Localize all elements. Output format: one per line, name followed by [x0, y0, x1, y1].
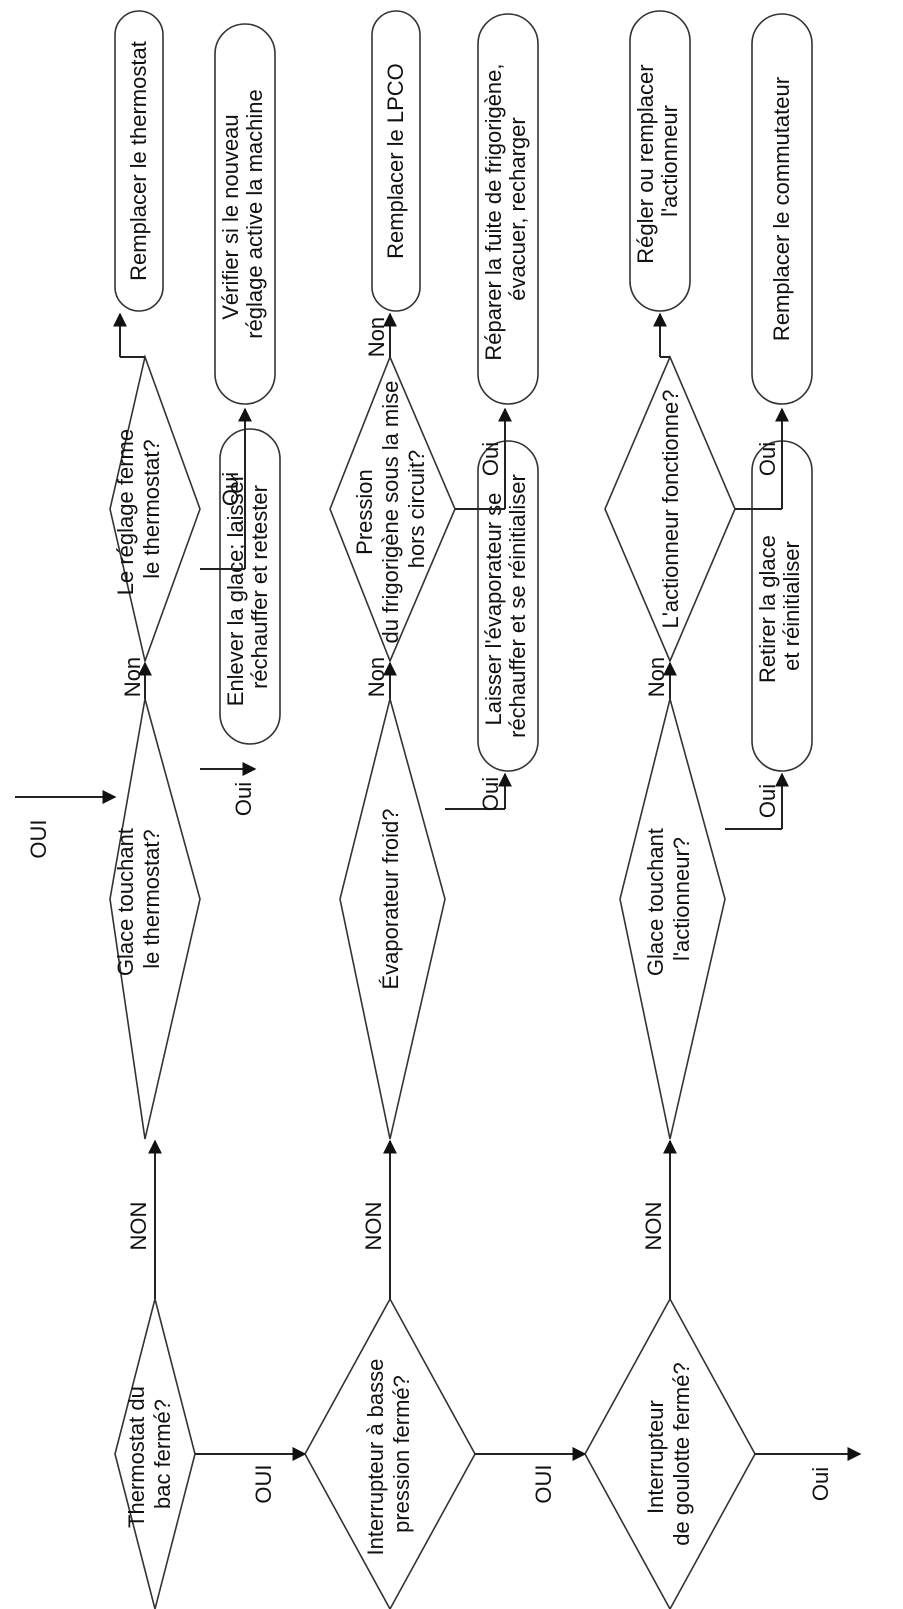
decision-refrigerant-pressure-text: Pression du frigorigène sous la mise hor…: [352, 374, 429, 643]
action-repair-leak: [477, 13, 539, 405]
action-replace-lpco-text: Remplacer le LPCO: [383, 63, 408, 259]
row1-oui-label: OUI: [251, 1464, 276, 1503]
action-check-new-setting: [214, 23, 276, 405]
decision-actuator-works-text: L'actionneur fonctionne?: [658, 389, 683, 628]
entry-oui-label: OUI: [26, 819, 51, 858]
action-replace-switch-text: Remplacer le commutateur: [769, 77, 794, 341]
action-adjust-actuator-text: Régler ou remplacer l'actionneur: [633, 58, 682, 263]
action-adjust-actuator: [629, 10, 691, 312]
decision-bin-thermostat-text: Thermostat du bac fermé?: [124, 1380, 175, 1528]
bin-thermostat-non-label: NON: [126, 1202, 151, 1251]
action-remove-ice-retest: [219, 428, 281, 745]
evaporator-non-label: Non: [364, 657, 389, 697]
refrigerant-non-label: Non: [364, 317, 389, 357]
decision-low-pressure-switch-text: Interrupteur à basse pression fermé?: [363, 1352, 414, 1555]
evaporator-oui-label: Oui: [478, 777, 503, 811]
decision-chute-switch-text: Interrupteur de goulotte fermé?: [643, 1362, 694, 1545]
ice-on-thermostat-non-label: Non: [120, 657, 145, 697]
ice-on-actuator-oui-label: Oui: [755, 784, 780, 818]
action-check-new-setting-text: Vérifier si le nouveau réglage active la…: [218, 89, 267, 338]
chute-switch-non-label: NON: [641, 1202, 666, 1251]
action-remove-ice-retest-text: Enlever la glace; laisser réchauffer et …: [223, 468, 272, 706]
action-remove-ice-reset-text: Retirer la glace et réinitialiser: [755, 529, 804, 683]
actuator-works-oui-label: Oui: [755, 442, 780, 476]
exit-oui-label: Oui: [808, 1467, 833, 1501]
setting-oui-label: Oui: [218, 472, 243, 506]
refrigerant-oui-label: Oui: [478, 442, 503, 476]
low-pressure-non-label: NON: [361, 1202, 386, 1251]
action-let-evaporator-warm-text: Laisser l'évaporateur se réchauffer et s…: [481, 474, 530, 738]
row2-oui-label: OUI: [531, 1464, 556, 1503]
action-repair-leak-text: Réparer la fuite de frigorigène, évacuer…: [481, 57, 530, 360]
decision-setting-closes-thermostat-text: Le réglage ferme le thermostat?: [113, 423, 164, 595]
action-replace-lpco: [371, 10, 421, 312]
action-replace-thermostat-text: Remplacer le thermostat: [126, 41, 151, 281]
ice-on-actuator-non-label: Non: [644, 657, 669, 697]
decision-evaporator-cold-text: Évaporateur froid?: [378, 809, 403, 990]
action-replace-thermostat: [114, 10, 164, 312]
action-let-evaporator-warm: [477, 440, 539, 772]
action-replace-switch: [751, 13, 813, 405]
decision-ice-on-thermostat-text: Glace touchant le thermostat?: [113, 822, 164, 976]
ice-on-thermostat-oui-label: Oui: [231, 782, 256, 816]
decision-ice-on-actuator-text: Glace touchant l'actionneur?: [643, 822, 694, 976]
